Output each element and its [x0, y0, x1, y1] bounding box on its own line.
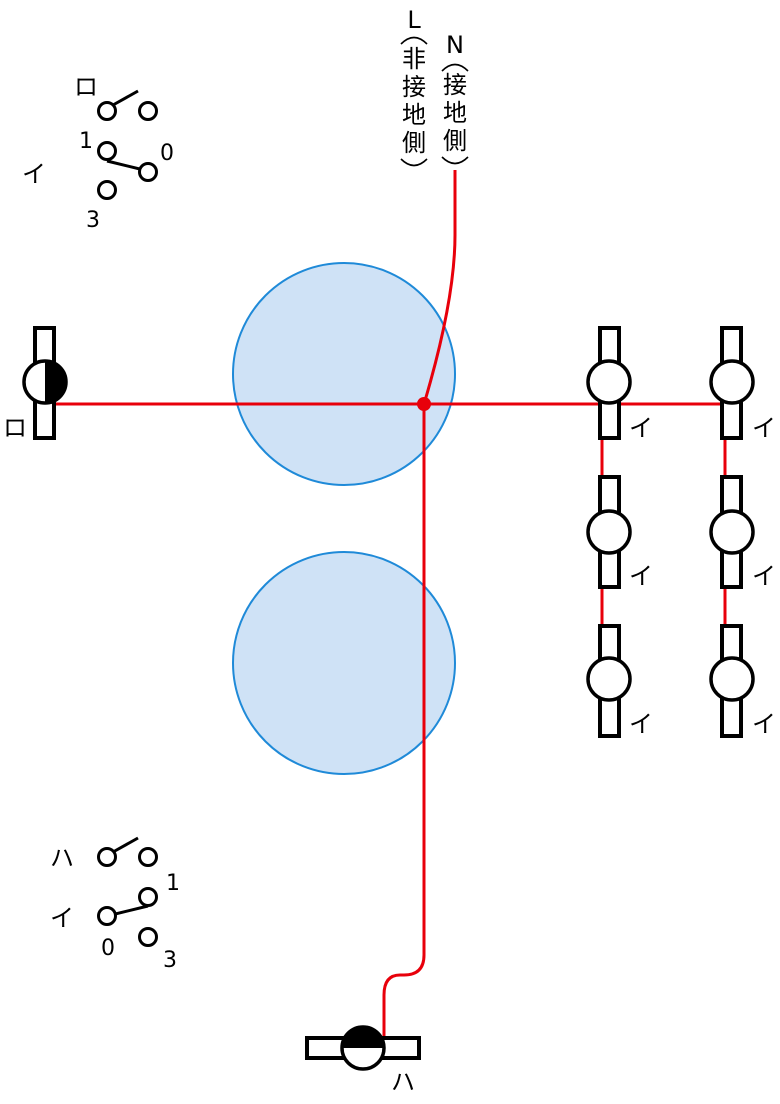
line-note-char-1: 非	[402, 45, 426, 73]
switch-bottom-terminal-label-3: 3	[163, 948, 177, 973]
lamp-left	[22, 326, 68, 440]
line-note-char-3: 地	[402, 101, 426, 129]
switch-bottom: ハ 1 イ 0 3	[50, 836, 180, 973]
switch-bottom-terminal	[97, 847, 117, 867]
switch-top-terminal	[97, 180, 117, 200]
switch-bottom-label-lower: イ	[50, 904, 74, 932]
line-note-paren-open	[400, 36, 428, 45]
lamp-a3	[586, 624, 632, 738]
line-label: L	[407, 6, 421, 34]
lamp-b1-label: イ	[752, 414, 776, 442]
switch-top-terminal	[97, 101, 117, 121]
lamp-bottom	[305, 1025, 421, 1071]
vertical-down-wire	[382, 404, 426, 1048]
line-note-char-4: 側	[402, 129, 426, 157]
neutral-feed-wire	[422, 170, 457, 405]
neutral-note-paren-open	[441, 63, 469, 72]
switch-bottom-terminal	[138, 927, 158, 947]
junction-dot	[417, 397, 431, 411]
junction-box-upper	[232, 262, 456, 486]
switch-bottom-terminal	[138, 847, 158, 867]
switch-top: ロ 1 0 イ 3	[22, 73, 174, 233]
switch-top-label-lower: イ	[22, 160, 46, 188]
switch-top-terminal-label-1: 1	[79, 129, 93, 154]
lamp-a3-label: イ	[629, 710, 653, 738]
neutral-note-char-3: 側	[443, 127, 467, 155]
switch-bottom-terminal-label-0: 0	[101, 936, 115, 961]
switch-top-label-upper: ロ	[74, 73, 98, 101]
lamp-a2	[586, 475, 632, 589]
lamp-b1	[709, 326, 755, 440]
power-source-labels: L N 非 接 地 側 接 地 側	[400, 6, 469, 167]
lamp-bottom-label: ハ	[391, 1068, 415, 1096]
neutral-note-paren-close	[441, 156, 469, 165]
lamp-b2-label: イ	[752, 562, 776, 590]
switch-bottom-label-upper: ハ	[50, 844, 74, 872]
lamp-left-label: ロ	[3, 414, 27, 442]
line-note-char-2: 接	[402, 73, 426, 101]
switch-top-terminal-label-0: 0	[160, 141, 174, 166]
neutral-note-char-2: 地	[443, 99, 467, 127]
lamp-b2	[709, 475, 755, 589]
switch-top-terminal-label-3: 3	[86, 208, 100, 233]
lamp-b3-label: イ	[752, 710, 776, 738]
switch-bottom-terminal	[97, 906, 117, 926]
switch-bottom-terminal	[138, 887, 158, 907]
switch-top-terminal	[97, 141, 117, 161]
lamp-a1-label: イ	[629, 414, 653, 442]
junction-box-lower	[232, 551, 456, 775]
line-note-paren-close	[400, 158, 428, 167]
lamp-b3	[709, 624, 755, 738]
lamp-a2-label: イ	[629, 562, 653, 590]
switch-bottom-terminal-label-1: 1	[166, 871, 180, 896]
switch-top-terminal	[138, 162, 158, 182]
neutral-label: N	[446, 31, 464, 59]
lamp-a1	[586, 326, 632, 440]
neutral-note-char-1: 接	[443, 71, 467, 99]
switch-top-terminal	[138, 101, 158, 121]
